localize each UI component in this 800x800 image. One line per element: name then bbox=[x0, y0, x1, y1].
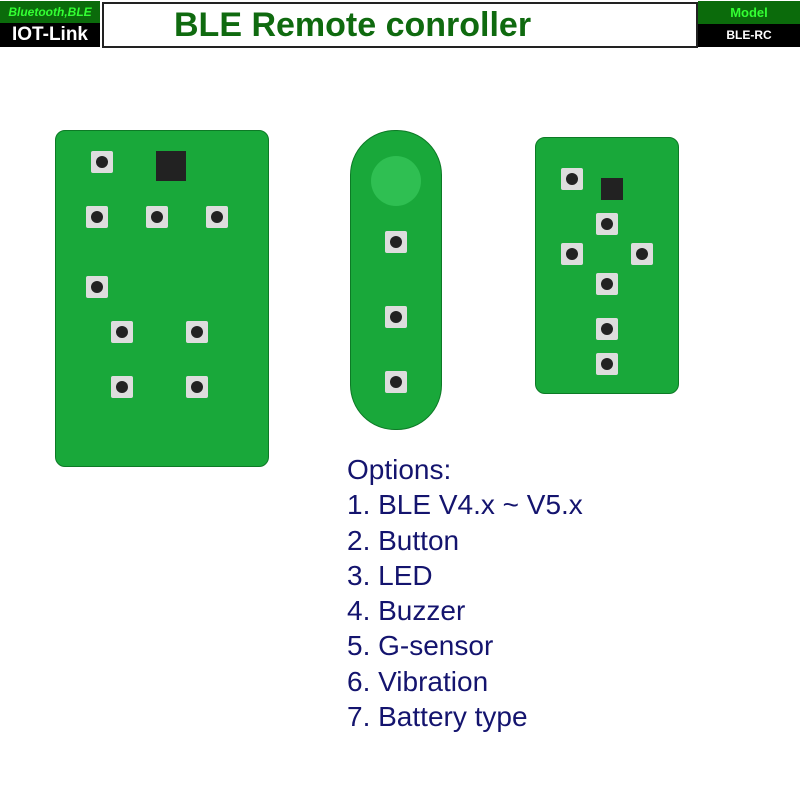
option-item: 3. LED bbox=[347, 559, 433, 591]
option-item: 2. Button bbox=[347, 524, 460, 556]
brand-label: IOT-Link bbox=[0, 23, 100, 47]
pcb-image-left bbox=[55, 130, 269, 467]
option-item: 4. Buzzer bbox=[347, 595, 466, 627]
options-list: Options: 1. BLE V4.x ~ V5.x 2. Button 3.… bbox=[347, 452, 583, 734]
pcb-image-middle bbox=[350, 130, 442, 430]
title-box: BLE Remote conroller bbox=[102, 2, 698, 48]
brand-badge: Bluetooth,BLE IOT-Link bbox=[0, 1, 100, 47]
category-label: Bluetooth,BLE bbox=[0, 1, 100, 23]
pcb-image-right bbox=[535, 137, 679, 394]
model-label: Model bbox=[698, 1, 800, 24]
model-value: BLE-RC bbox=[698, 24, 800, 47]
model-badge: Model BLE-RC bbox=[698, 1, 800, 47]
options-heading: Options: bbox=[347, 454, 452, 485]
option-item: 5. G-sensor bbox=[347, 630, 494, 662]
option-item: 6. Vibration bbox=[347, 665, 489, 697]
option-item: 7. Battery type bbox=[347, 701, 528, 733]
option-item: 1. BLE V4.x ~ V5.x bbox=[347, 489, 583, 521]
page-title: BLE Remote conroller bbox=[174, 6, 532, 44]
